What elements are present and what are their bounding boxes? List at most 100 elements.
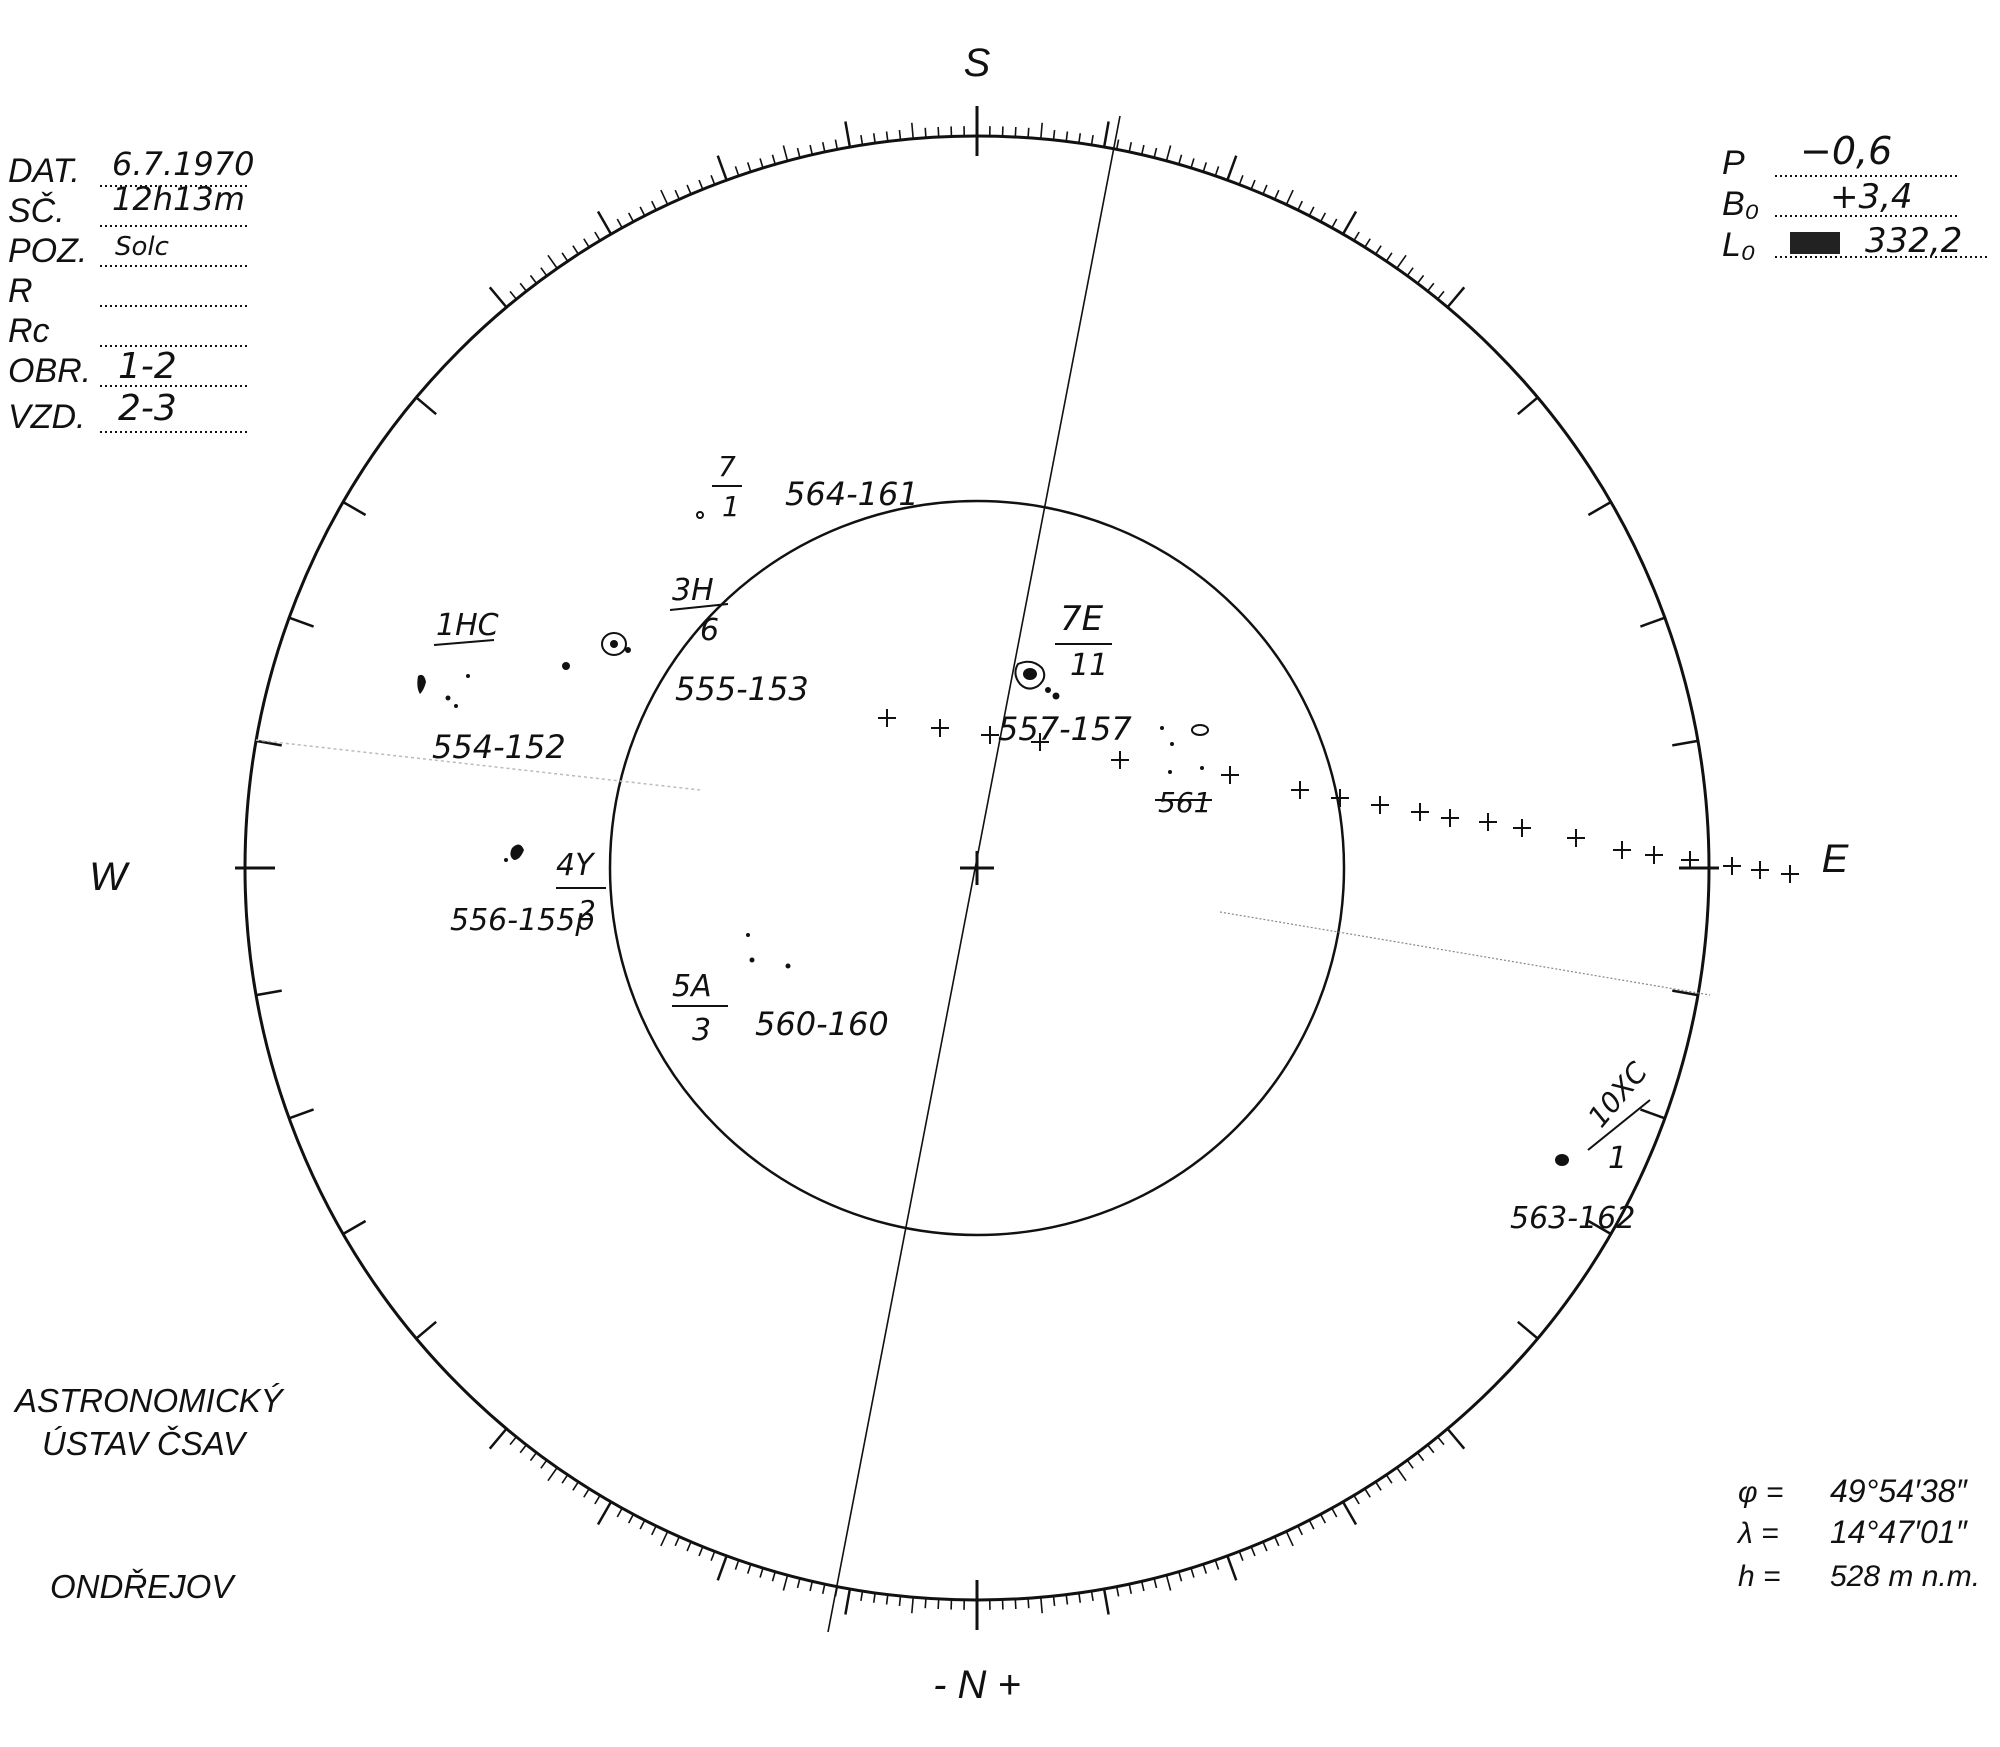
group-id: 560-160 (755, 1005, 889, 1043)
scale-tick (561, 1474, 569, 1484)
scale-tick (1416, 1452, 1425, 1462)
solar-disk (608, 499, 1346, 1237)
scale-tick (1406, 267, 1414, 277)
scale-tick (911, 122, 914, 139)
scale-tick (821, 1583, 826, 1594)
air-label: VZD. (8, 398, 85, 436)
sunspot-group: 7E 11 557-157 (998, 599, 1209, 774)
scale-tick (1375, 1481, 1382, 1491)
scale-tick (1226, 1555, 1238, 1581)
scale-tick (1446, 1427, 1466, 1450)
rotation-axis-line (827, 115, 1121, 1633)
institution-line1: ASTRONOMICKÝ (13, 1382, 285, 1419)
scale-tick (1226, 155, 1238, 181)
scale-tick (540, 267, 548, 277)
sunspot-group: 1HC 554-152 (417, 608, 566, 766)
scale-tick (1274, 1536, 1280, 1547)
sunspot-group: 5A 3 560-160 (672, 933, 889, 1048)
height-symbol: h = (1738, 1560, 1781, 1593)
scale-tick (1153, 1578, 1158, 1589)
scale-tick (572, 1481, 579, 1491)
p-label: P (1722, 144, 1745, 182)
scale-tick (1353, 231, 1360, 241)
scale-tick (1078, 1592, 1082, 1603)
scale-tick (674, 1536, 680, 1547)
scale-tick (1587, 1219, 1612, 1236)
time-value: 12h13m (112, 180, 245, 218)
scale-tick (716, 155, 728, 181)
group-track-marks (878, 709, 1799, 883)
scale-tick (759, 158, 764, 169)
scale-tick (1437, 1436, 1445, 1446)
ephemeris-block: P −0,6 B₀ +3,4 L₀ 332,2 (1722, 129, 1990, 264)
scale-tick (885, 1594, 889, 1605)
group-zurich-class: 4Y (556, 848, 596, 883)
scale-tick (1319, 212, 1327, 223)
scale-tick (885, 131, 889, 142)
scale-tick (415, 396, 437, 416)
scale-tick (627, 212, 635, 223)
scale-tick (1672, 989, 1699, 997)
scale-tick (1639, 1108, 1666, 1120)
scale-tick (342, 500, 367, 517)
institution-line3: ONDŘEJOV (50, 1568, 236, 1605)
scale-tick (1587, 500, 1612, 517)
scale-tick (596, 1501, 613, 1526)
scale-tick (583, 1488, 590, 1498)
scale-tick (1177, 1571, 1183, 1582)
l0-label: L₀ (1722, 226, 1755, 264)
scale-tick (1214, 1559, 1220, 1570)
group-zurich-class: 7E (1060, 599, 1104, 639)
scale-tick (796, 147, 801, 158)
conditions-label: POZ. (8, 232, 87, 270)
east-label: E (1822, 837, 1850, 881)
north-label: - N + (933, 1663, 1021, 1707)
group-id: 564-161 (785, 475, 919, 513)
scale-tick (1285, 1531, 1294, 1547)
scale-tick (1672, 739, 1699, 747)
air-value: 2-3 (118, 388, 177, 429)
height-value: 528 m n.m. (1830, 1560, 1980, 1593)
scale-tick (1153, 147, 1158, 158)
scale-tick (759, 1567, 764, 1578)
scale-tick (937, 126, 940, 138)
outer-scale-ring (235, 106, 1719, 1630)
scale-tick (1052, 1595, 1056, 1607)
scale-tick (1165, 145, 1172, 162)
scale-tick (1396, 1467, 1407, 1482)
scale-tick (710, 1551, 716, 1562)
institution-block: ASTRONOMICKÝ ÚSTAV ČSAV ONDŘEJOV (13, 1382, 285, 1605)
scale-tick (746, 162, 752, 173)
time-label: SČ. (8, 192, 65, 230)
scale-tick (583, 238, 590, 248)
p-value: −0,6 (1800, 129, 1892, 173)
scale-tick (1140, 1581, 1145, 1592)
scale-tick (686, 184, 692, 195)
longitude-value: 14°47′01″ (1830, 1514, 1969, 1550)
scale-tick (488, 286, 508, 309)
scale-tick (651, 200, 657, 211)
group-zurich-class: 7 (718, 450, 736, 483)
scale-tick (674, 189, 680, 200)
scale-tick (1202, 1563, 1208, 1574)
scale-tick (844, 1588, 852, 1615)
sunspot-group: 10XC 1 563-162 (1510, 1055, 1654, 1236)
scale-tick (1190, 1567, 1195, 1578)
scale-tick (540, 1459, 548, 1469)
scale-tick (1078, 133, 1082, 144)
sunspot-group: 561 (1155, 786, 1212, 819)
scale-tick (1027, 1598, 1030, 1609)
scale-tick (771, 1571, 777, 1582)
scale-tick (255, 739, 282, 747)
scale-tick (1437, 290, 1445, 300)
sunspot-group: 7 1 564-161 (696, 450, 919, 523)
scale-tick (627, 1513, 635, 1524)
sunspot-group: 3H 6 555-153 (562, 573, 809, 708)
equator-guide-east (1219, 911, 1711, 996)
scale-tick (288, 616, 315, 628)
scale-tick (651, 1525, 657, 1536)
group-id: 554-152 (432, 728, 566, 766)
r-label: R (8, 272, 33, 310)
scale-tick (686, 1541, 692, 1552)
